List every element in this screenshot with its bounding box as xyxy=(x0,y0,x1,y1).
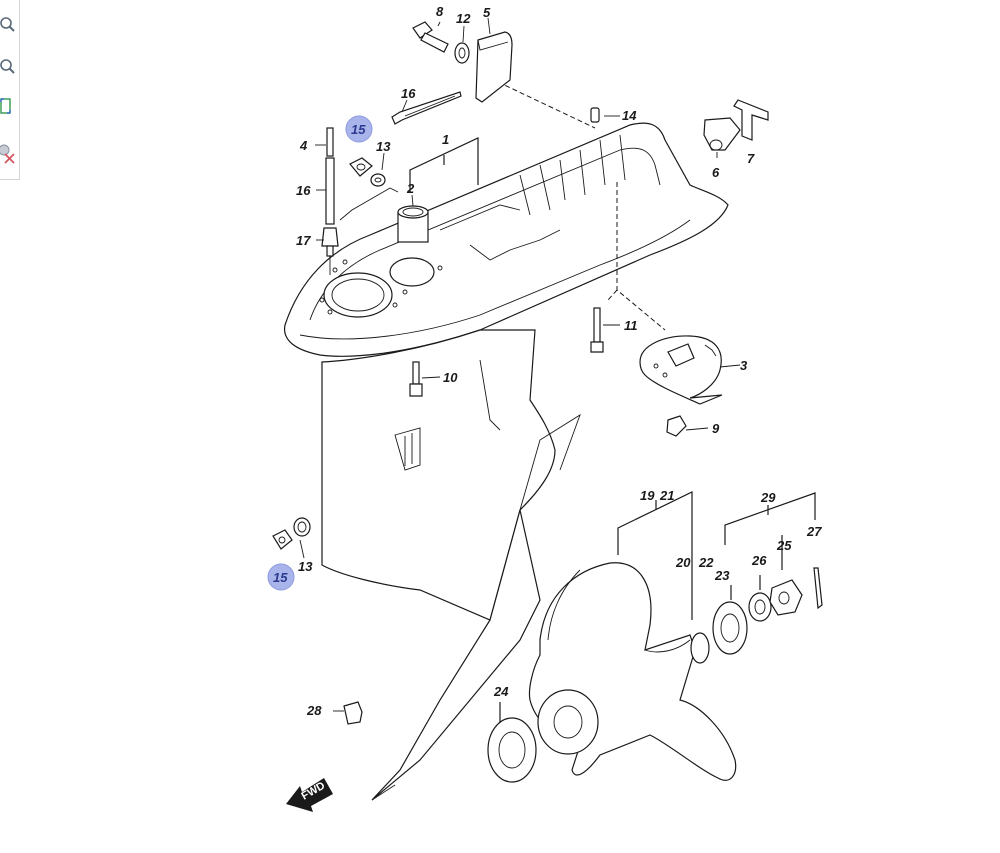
part-23-thrust-washer[interactable] xyxy=(712,601,748,655)
callout-29[interactable]: 29 xyxy=(760,490,776,505)
part-13-washer-top[interactable] xyxy=(370,173,386,187)
callout-11[interactable]: 11 xyxy=(624,318,638,333)
part-20-spacer[interactable] xyxy=(690,632,710,664)
part-15-nut-lower[interactable] xyxy=(272,529,293,550)
part-4-stud[interactable] xyxy=(326,127,334,157)
callout-16-top[interactable]: 16 xyxy=(401,86,416,101)
part-27-cotter-pin[interactable] xyxy=(813,567,823,610)
zoom-out-button[interactable] xyxy=(0,56,18,78)
part-16-rod[interactable] xyxy=(325,157,335,225)
callout-13-top[interactable]: 13 xyxy=(376,139,391,154)
fit-to-window-icon xyxy=(0,98,11,114)
callout-6[interactable]: 6 xyxy=(712,165,720,180)
svg-text:15: 15 xyxy=(273,570,288,585)
part-26-washer[interactable] xyxy=(748,592,772,622)
callout-20[interactable]: 20 xyxy=(675,555,691,570)
svg-text:15: 15 xyxy=(351,122,366,137)
callout-3[interactable]: 3 xyxy=(740,358,748,373)
part-5-cover[interactable] xyxy=(475,31,513,103)
part-25-nut[interactable] xyxy=(769,579,803,616)
callout-15-highlighted-lower[interactable]: 15 xyxy=(267,563,295,591)
callout-2[interactable]: 2 xyxy=(406,181,415,196)
part-6-plug[interactable] xyxy=(703,117,741,151)
zoom-in-icon xyxy=(0,17,15,32)
zoom-out-icon xyxy=(0,59,15,74)
part-11-bolt[interactable] xyxy=(590,307,604,353)
callout-13-lower[interactable]: 13 xyxy=(298,559,313,574)
part-14-pin[interactable] xyxy=(590,107,600,123)
callout-12[interactable]: 12 xyxy=(456,11,471,26)
callout-7[interactable]: 7 xyxy=(747,151,755,166)
part-8-bolt[interactable] xyxy=(412,21,449,53)
callout-10[interactable]: 10 xyxy=(443,370,458,385)
callout-17[interactable]: 17 xyxy=(296,233,311,248)
callout-8[interactable]: 8 xyxy=(436,4,444,19)
callout-24[interactable]: 24 xyxy=(493,684,509,699)
reset-zoom-button[interactable] xyxy=(0,140,18,164)
part-9-nut[interactable] xyxy=(666,415,687,437)
part-16-cable-tie[interactable] xyxy=(391,91,462,125)
part-19-propeller[interactable] xyxy=(528,562,737,781)
reset-zoom-icon xyxy=(0,144,15,164)
callout-25[interactable]: 25 xyxy=(776,538,792,553)
callout-5[interactable]: 5 xyxy=(483,5,491,20)
forward-direction-arrow: FWD xyxy=(286,778,333,812)
part-24-thrust[interactable] xyxy=(487,717,537,783)
part-7-plate[interactable] xyxy=(733,99,769,141)
callout-21[interactable]: 21 xyxy=(659,488,674,503)
part-17-fitting[interactable] xyxy=(321,227,339,257)
part-3-trim-tab[interactable] xyxy=(639,335,723,405)
callout-9[interactable]: 9 xyxy=(712,421,720,436)
fit-to-window-button[interactable] xyxy=(0,96,18,118)
callout-14[interactable]: 14 xyxy=(622,108,637,123)
callout-23[interactable]: 23 xyxy=(714,568,730,583)
callout-1[interactable]: 1 xyxy=(442,132,449,147)
callout-22[interactable]: 22 xyxy=(698,555,714,570)
zoom-in-button[interactable] xyxy=(0,14,18,36)
part-15-nut-top[interactable] xyxy=(349,157,373,177)
callout-19[interactable]: 19 xyxy=(640,488,655,503)
callout-27[interactable]: 27 xyxy=(806,524,822,539)
part-13-washer-lower[interactable] xyxy=(293,517,311,537)
callout-16-rod[interactable]: 16 xyxy=(296,183,311,198)
callout-15-highlighted-top[interactable]: 15 xyxy=(345,115,373,143)
callout-4[interactable]: 4 xyxy=(299,138,308,153)
callout-28[interactable]: 28 xyxy=(306,703,322,718)
part-12-washer[interactable] xyxy=(454,42,470,64)
part-10-bolt[interactable] xyxy=(409,361,423,397)
part-28-plug[interactable] xyxy=(343,701,363,725)
callout-26[interactable]: 26 xyxy=(751,553,767,568)
gear-case-housing xyxy=(284,122,729,801)
zoom-toolbar xyxy=(0,0,20,180)
